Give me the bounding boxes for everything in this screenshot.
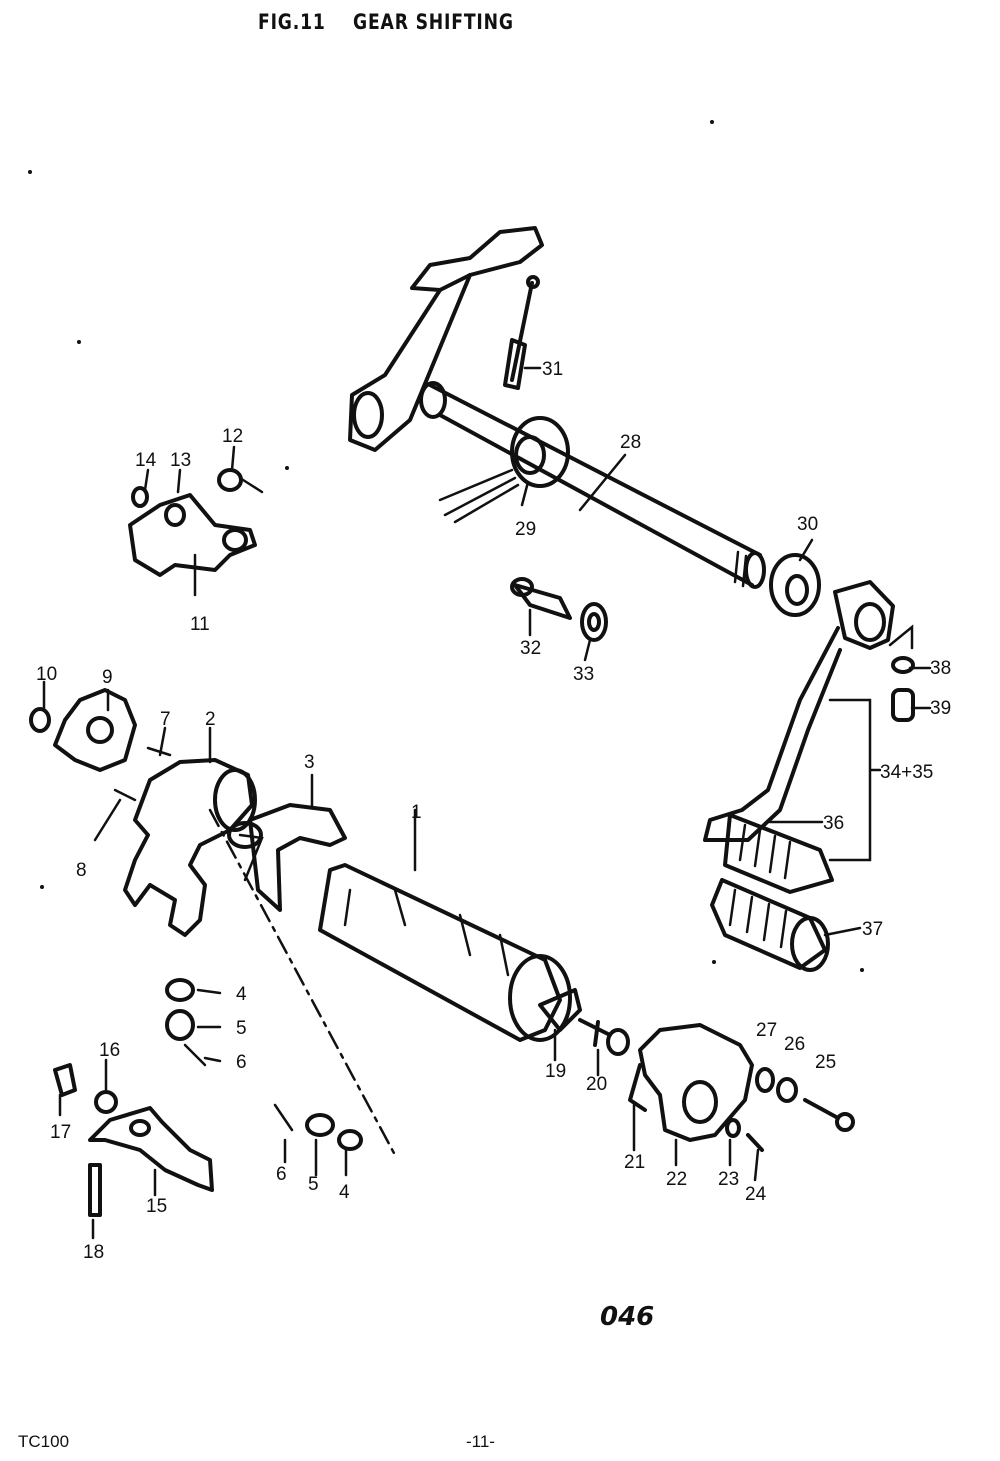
callout-39: 39 xyxy=(930,698,951,719)
callout-23: 23 xyxy=(718,1169,739,1190)
callout-7: 7 xyxy=(160,709,171,730)
figure-name: GEAR SHIFTING xyxy=(353,10,514,34)
callout-25: 25 xyxy=(815,1052,836,1073)
callout-4b: 4 xyxy=(339,1182,350,1203)
callout-5: 5 xyxy=(236,1018,247,1039)
callout-31: 31 xyxy=(542,359,563,380)
callout-16: 16 xyxy=(99,1040,120,1061)
callout-27: 27 xyxy=(756,1020,777,1041)
callout-12: 12 xyxy=(222,426,243,447)
callout-4: 4 xyxy=(236,984,247,1005)
scan-speck xyxy=(40,885,44,889)
shift-shaft-drawing xyxy=(348,226,766,589)
seal-and-bolt-drawing xyxy=(510,553,821,642)
footer-page-number: -11- xyxy=(466,1432,495,1451)
stopper-plate-drawing xyxy=(29,688,172,802)
callout-13: 13 xyxy=(170,450,191,471)
callout-32: 32 xyxy=(520,638,541,659)
callout-8: 8 xyxy=(76,860,87,881)
callout-22: 22 xyxy=(666,1169,687,1190)
scan-speck xyxy=(285,466,289,470)
scan-speck xyxy=(860,968,864,972)
figure-title: FIG.11 GEAR SHIFTING xyxy=(258,10,514,34)
callout-19: 19 xyxy=(545,1061,566,1082)
cam-guide-drawing xyxy=(578,1018,855,1152)
scan-speck xyxy=(710,120,714,124)
callout-30: 30 xyxy=(797,514,818,535)
callout-17: 17 xyxy=(50,1122,71,1143)
figure-number: FIG.11 xyxy=(258,10,326,34)
footer-model: TC100 xyxy=(18,1432,70,1451)
callout-26: 26 xyxy=(784,1034,805,1055)
callout-6b: 6 xyxy=(276,1164,287,1185)
callout-5b: 5 xyxy=(308,1174,319,1195)
callout-29: 29 xyxy=(515,519,536,540)
callout-6: 6 xyxy=(236,1052,247,1073)
callout-1: 1 xyxy=(411,802,422,823)
shift-pawl-drawing xyxy=(128,468,264,577)
callout-21: 21 xyxy=(624,1152,645,1173)
callout-38: 38 xyxy=(930,658,951,679)
callout-10: 10 xyxy=(36,664,57,685)
leader-lines xyxy=(42,366,932,1240)
callout-14: 14 xyxy=(135,450,157,471)
callout-15: 15 xyxy=(146,1196,167,1217)
callout-9: 9 xyxy=(102,667,113,688)
drawing-code: 046 xyxy=(600,1302,655,1332)
callout-36: 36 xyxy=(823,813,844,834)
callout-2: 2 xyxy=(205,709,216,730)
callout-24: 24 xyxy=(745,1184,767,1205)
callout-34-35: 34+35 xyxy=(880,762,933,783)
shift-lever-drawing xyxy=(703,580,915,972)
callout-20: 20 xyxy=(586,1074,607,1095)
pin-and-roller-drawing xyxy=(165,808,397,1157)
scan-speck xyxy=(77,340,81,344)
shift-cam-drawing xyxy=(123,758,582,1042)
callout-28: 28 xyxy=(620,432,641,453)
callout-33: 33 xyxy=(573,664,594,685)
callout-numbers: 1 2 3 4 5 6 7 8 9 10 11 12 13 14 15 16 1… xyxy=(36,359,951,1263)
callout-3: 3 xyxy=(304,752,315,773)
scan-speck xyxy=(712,960,716,964)
cam-stopper-drawing xyxy=(53,1063,214,1217)
callout-11: 11 xyxy=(190,614,210,635)
scan-speck xyxy=(28,170,32,174)
callout-37: 37 xyxy=(862,919,883,940)
callout-18: 18 xyxy=(83,1242,104,1263)
